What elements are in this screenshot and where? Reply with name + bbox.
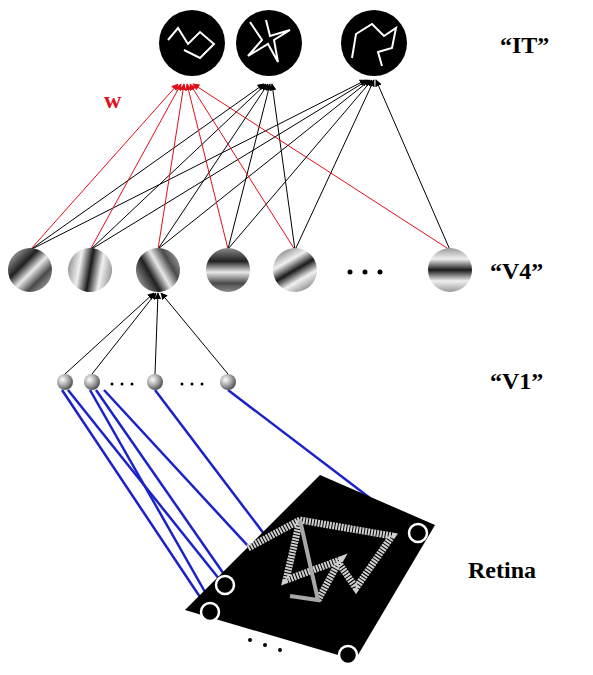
- v1-v4-lines: [65, 293, 154, 374]
- v1-unit: [84, 374, 100, 390]
- weight-lines: [30, 84, 450, 250]
- ellipsis-dots: [201, 383, 204, 386]
- v4-it-lines: [272, 84, 295, 250]
- it-unit: [236, 10, 302, 76]
- layer-label: Retina: [468, 557, 536, 583]
- receptor: [409, 524, 427, 542]
- v4-unit: [206, 248, 250, 292]
- layer-label: “V1”: [490, 368, 543, 394]
- ellipsis-dots: [191, 383, 194, 386]
- v4-it-lines: [376, 80, 450, 250]
- v4-it-lines: [90, 80, 368, 250]
- ellipsis-dots: [378, 270, 383, 275]
- v4-it-lines: [30, 80, 366, 250]
- v4-unit: [128, 240, 188, 300]
- receptor: [201, 524, 427, 664]
- v4-unit: [0, 239, 472, 301]
- v4-unit: [0, 239, 61, 301]
- ellipsis-dots: [111, 383, 114, 386]
- receptor: [339, 646, 357, 664]
- v4-it-lines: [30, 80, 450, 250]
- v4-it-lines: [90, 84, 266, 250]
- ellipsis-dots: [181, 383, 184, 386]
- v1-unit: [220, 374, 236, 390]
- v4-it-lines: [158, 80, 370, 249]
- weight-lines: [90, 84, 181, 250]
- it-unit: [341, 10, 407, 76]
- weight-label: w: [104, 87, 121, 113]
- v4-it-lines: [158, 84, 268, 249]
- v4-it-lines: [295, 80, 374, 250]
- ellipsis-dots: [131, 383, 134, 386]
- it-unit: [168, 28, 214, 58]
- v1-unit: [57, 374, 236, 390]
- receptor: [216, 576, 234, 594]
- layer-label: “V4”: [490, 258, 543, 284]
- v1-v4-lines: [92, 293, 156, 374]
- retina-image: [185, 475, 435, 660]
- v4-unit: [265, 240, 325, 300]
- v1-unit: [147, 374, 163, 390]
- receptor: [201, 603, 219, 621]
- v4-unit: [65, 245, 116, 296]
- weight-lines: [158, 84, 184, 249]
- weight-lines: [193, 84, 450, 250]
- receptive-field-lines: [96, 390, 228, 580]
- ellipsis-dots: [348, 270, 353, 275]
- it-unit: [352, 24, 396, 66]
- it-unit: [248, 20, 290, 62]
- layer-label: “IT”: [500, 32, 549, 58]
- it-unit: [236, 10, 302, 76]
- v1-v4-lines: [155, 293, 158, 374]
- v1-unit: [57, 374, 73, 390]
- ellipsis-dots: [248, 638, 252, 642]
- v1-v4-lines: [65, 293, 228, 374]
- retina-image: [290, 520, 318, 600]
- it-unit: [159, 10, 225, 76]
- v1-v4-lines: [161, 293, 228, 374]
- receptive-field-lines: [90, 390, 213, 606]
- retina-image: [248, 520, 340, 600]
- ellipsis-dots: [278, 648, 282, 652]
- ellipsis-dots: [363, 270, 368, 275]
- v4-unit: [428, 248, 472, 292]
- weight-lines: [187, 84, 228, 249]
- retina-image: [185, 475, 435, 660]
- weight-lines: [190, 84, 295, 250]
- v4-it-lines: [228, 80, 372, 249]
- it-unit: [159, 10, 225, 76]
- ellipsis-dots: [263, 643, 267, 647]
- it-unit: [341, 10, 407, 76]
- v4-it-lines: [30, 84, 264, 250]
- ellipsis-dots: [121, 383, 124, 386]
